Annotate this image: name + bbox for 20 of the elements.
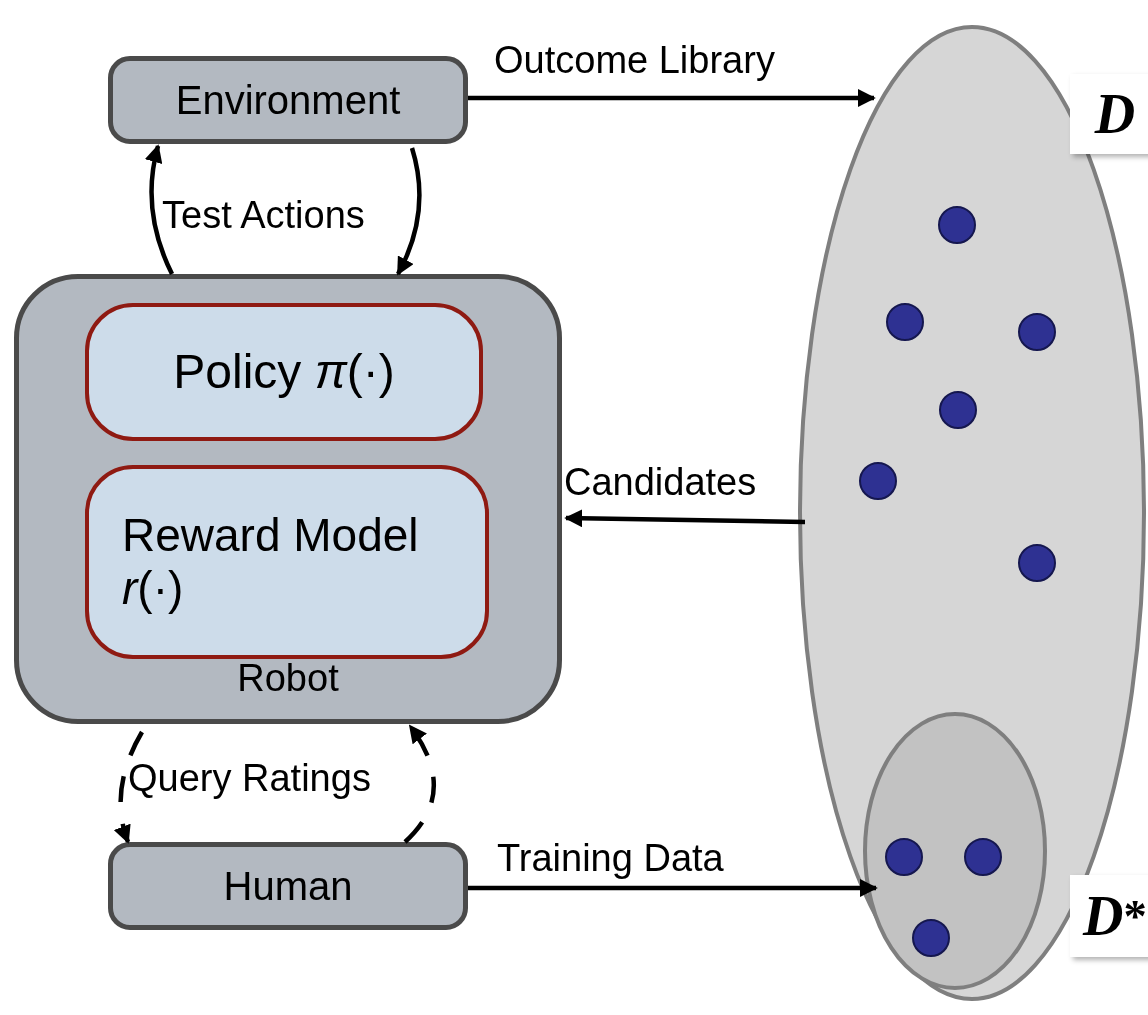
arrow: [468, 89, 876, 107]
process-box: [108, 842, 468, 930]
node-label: Policy π(·): [173, 344, 395, 400]
node-label: Reward Model r(·): [122, 509, 420, 615]
arrow: [564, 509, 806, 528]
set-ellipse: [798, 25, 1146, 1001]
subset-ellipse: [863, 712, 1047, 990]
arrow: [114, 730, 144, 844]
process-box: [85, 465, 489, 659]
node-label: Human: [223, 863, 353, 909]
arrow: [145, 144, 175, 275]
arrow: [396, 147, 422, 276]
set-label: D: [1070, 74, 1148, 154]
container-box: [14, 274, 562, 724]
arrow: [403, 724, 436, 844]
process-box: [108, 56, 468, 144]
node-label: Environment: [175, 77, 401, 123]
arrow: [468, 879, 878, 897]
node-label: Robot: [237, 657, 339, 701]
process-box: [85, 303, 483, 441]
